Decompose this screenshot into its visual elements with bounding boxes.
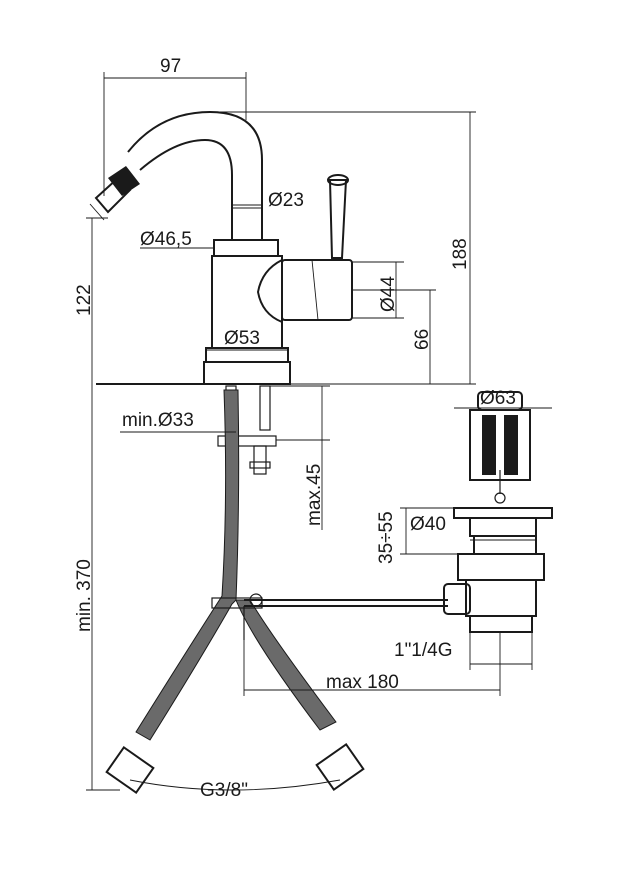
label-collar-diameter: Ø46,5 <box>140 229 192 250</box>
label-min-hose-length: min. 370 <box>74 559 95 632</box>
spout-inner <box>127 110 263 240</box>
spout-outer <box>139 138 233 240</box>
label-max-rod-reach: max 180 <box>326 672 399 693</box>
label-spout-diameter: Ø23 <box>268 190 304 211</box>
label-waste-cap-diameter: Ø63 <box>480 388 516 409</box>
dimension-labels: 97 188 122 Ø23 Ø46,5 Ø44 66 Ø53 min.Ø33 … <box>74 56 516 801</box>
flexible-hoses <box>105 389 365 795</box>
label-cartridge-diameter: Ø44 <box>378 276 399 312</box>
label-hose-connection: G3/8" <box>200 780 248 801</box>
label-waste-body-diameter: Ø40 <box>410 514 446 535</box>
label-base-diameter: Ø53 <box>224 328 260 349</box>
label-total-height: 188 <box>450 238 471 270</box>
label-max-deck-thickness: max.45 <box>304 464 325 526</box>
label-body-to-spout-height: 122 <box>74 284 95 316</box>
waste-assembly <box>443 391 553 633</box>
mixer-body <box>89 110 353 385</box>
label-waste-thread: 1"1/4G <box>394 640 453 661</box>
label-body-height: 66 <box>412 329 433 350</box>
label-waste-height-range: 35÷55 <box>376 511 397 564</box>
label-min-hole-diameter: min.Ø33 <box>122 410 194 431</box>
popup-rod <box>211 593 448 640</box>
nozzle <box>89 166 140 221</box>
dimension-lines <box>86 72 552 791</box>
label-spout-reach: 97 <box>160 56 181 77</box>
